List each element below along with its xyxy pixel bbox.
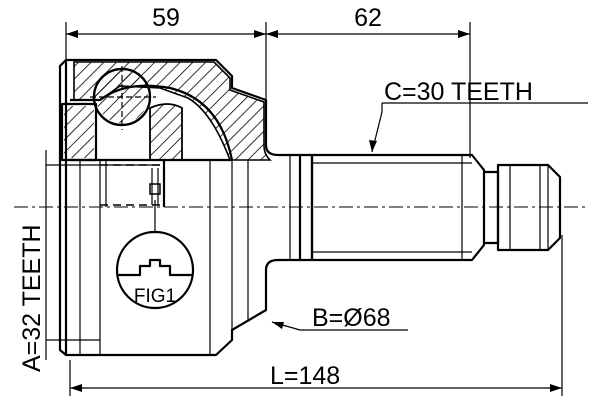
- shaft-length-label: 62: [354, 4, 382, 32]
- output-shaft: [289, 153, 562, 262]
- fig1-label: FIG1: [134, 286, 176, 307]
- total-length-label: L=148: [270, 362, 340, 390]
- shaft-teeth-label: C=30 TEETH: [384, 78, 533, 106]
- fig1-detail-callout: [115, 183, 195, 310]
- abs-ring-diameter-label: B=Ø68: [312, 304, 391, 332]
- housing-length-label: 59: [152, 4, 180, 32]
- housing-teeth-label: A=32 TEETH: [18, 224, 46, 372]
